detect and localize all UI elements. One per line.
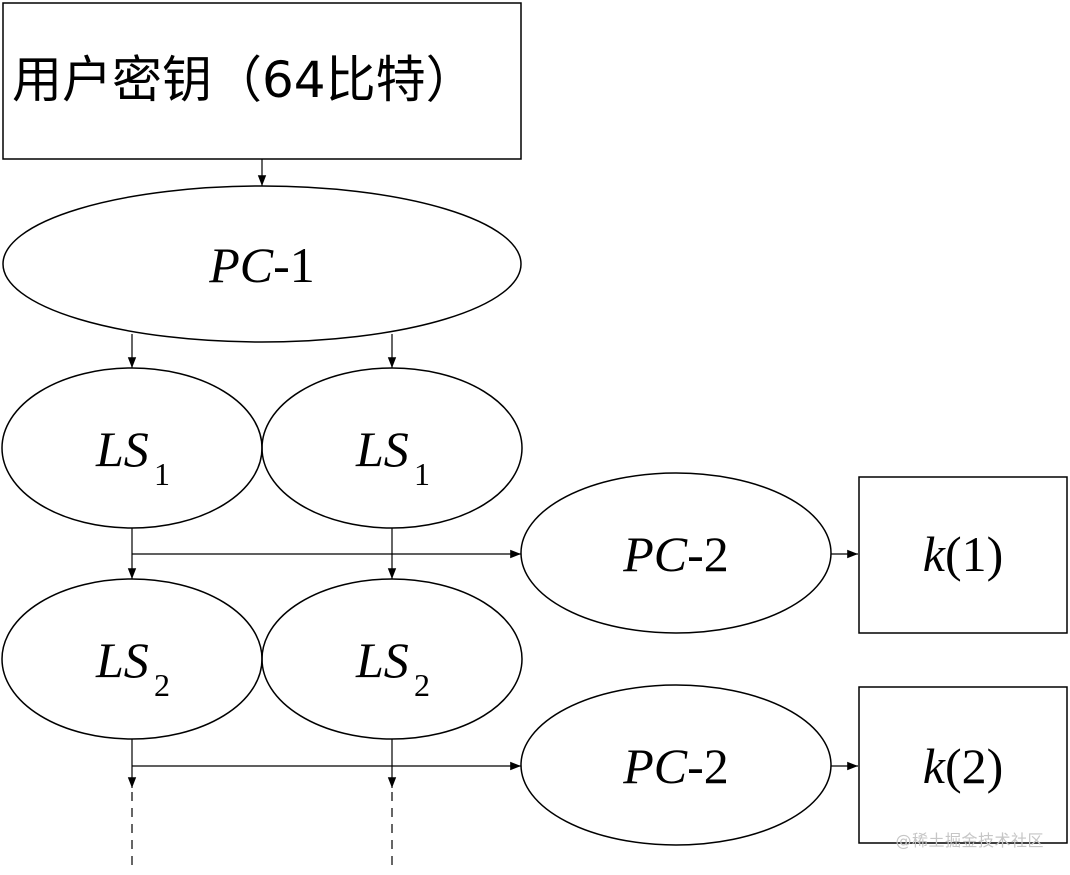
- pc2-a-label: PC-2: [622, 526, 729, 582]
- watermark-text: @稀土掘金技术社区: [895, 831, 1044, 850]
- pc2-b-ellipse: [520, 684, 832, 846]
- k1-box: [858, 476, 1068, 634]
- ls2-right-label: LS: [355, 632, 409, 688]
- ls1-right-subscript: 1: [414, 456, 430, 492]
- k1-label: k(1): [923, 526, 1004, 582]
- k2-box: [858, 686, 1068, 844]
- pc2-a-ellipse: [520, 472, 832, 634]
- user-key-label: 用户密钥（64比特）: [12, 51, 476, 109]
- ls1-right-label: LS: [355, 421, 409, 477]
- k2-label: k(2): [923, 738, 1004, 794]
- ls1-left-label: LS: [95, 421, 149, 477]
- ls2-left-subscript: 2: [154, 667, 170, 703]
- pc2-b-label: PC-2: [622, 738, 729, 794]
- pc1-ellipse: [2, 185, 522, 343]
- ls2-right-subscript: 2: [414, 667, 430, 703]
- ls1-left-subscript: 1: [154, 456, 170, 492]
- ls2-left-label: LS: [95, 632, 149, 688]
- pc1-label: PC-1: [208, 237, 315, 293]
